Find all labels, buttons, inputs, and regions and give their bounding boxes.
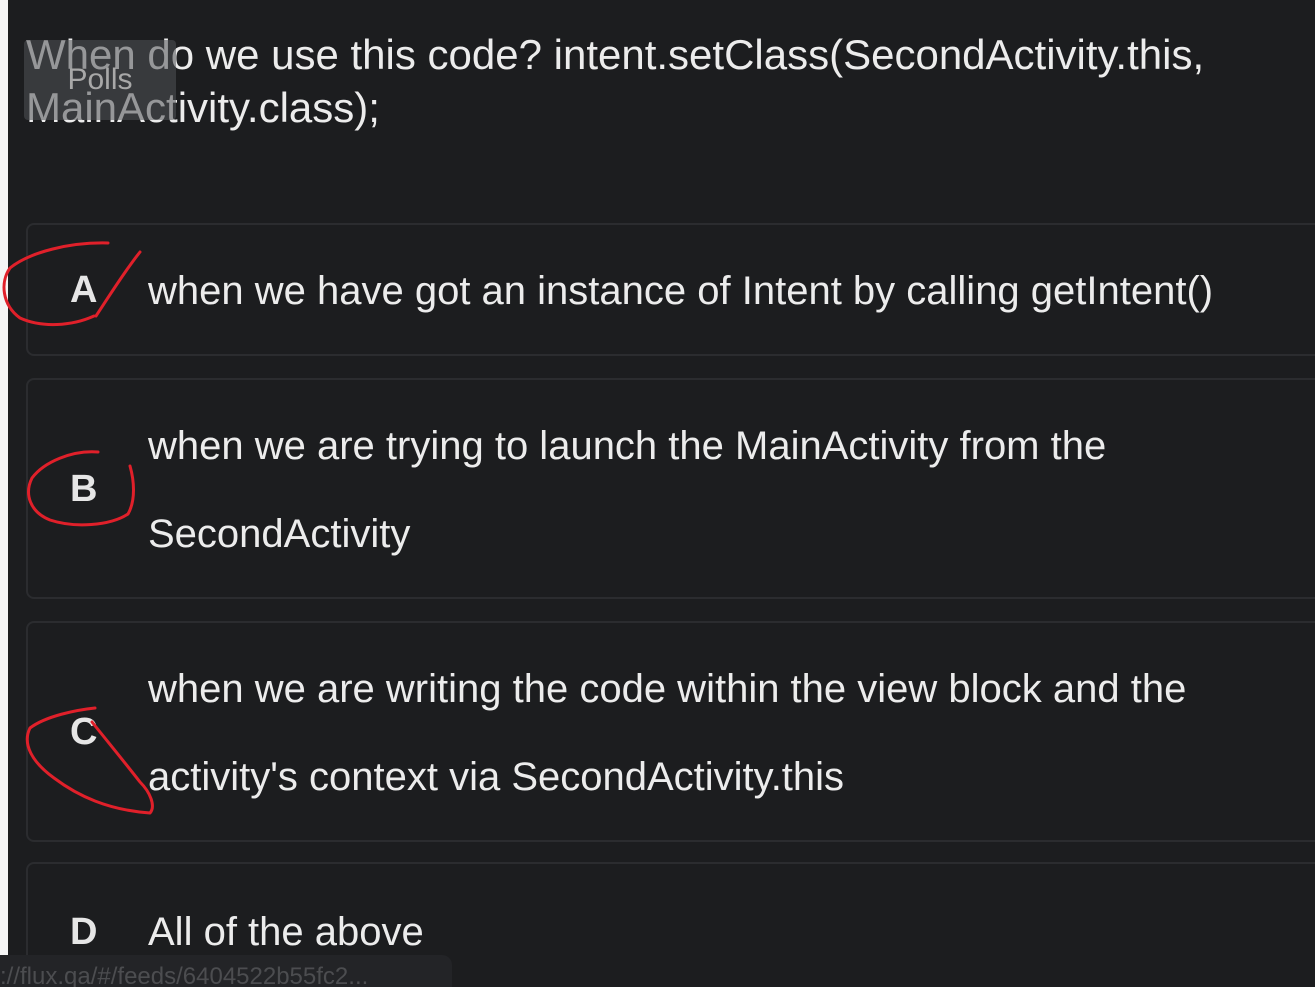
option-letter: B xyxy=(70,468,98,510)
option-b[interactable]: B when we are trying to launch the MainA… xyxy=(26,378,1315,599)
option-letter: A xyxy=(70,269,98,311)
window-edge xyxy=(0,0,8,987)
option-text: All of the above xyxy=(148,910,424,954)
option-c[interactable]: C when we are writing the code within th… xyxy=(26,621,1315,842)
option-a[interactable]: A when we have got an instance of Intent… xyxy=(26,223,1315,356)
status-url: ://flux.qa/#/feeds/6404522b55fc2... xyxy=(0,955,452,987)
option-text: when we are writing the code within the … xyxy=(148,667,1187,799)
option-letter: D xyxy=(70,911,98,953)
polls-tab[interactable]: Polls xyxy=(24,40,176,120)
poll-question: When do we use this code? intent.setClas… xyxy=(26,31,1205,131)
option-text: when we have got an instance of Intent b… xyxy=(148,269,1214,313)
option-letter: C xyxy=(70,711,98,753)
option-text: when we are trying to launch the MainAct… xyxy=(148,424,1107,556)
